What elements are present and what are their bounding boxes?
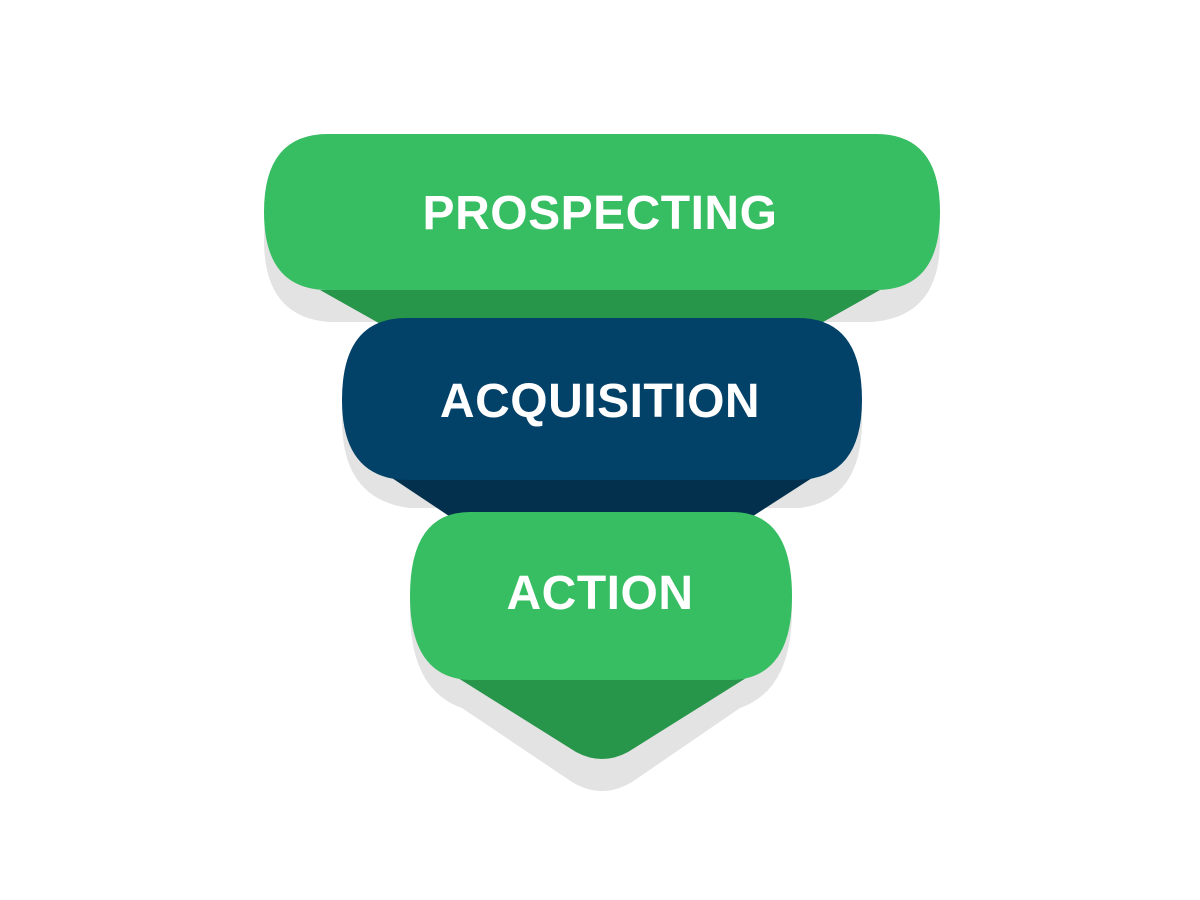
stage-label-action: ACTION xyxy=(506,567,694,620)
stage-bar-prospecting xyxy=(264,134,940,290)
stage-label-acquisition: ACQUISITION xyxy=(439,375,761,428)
stage-label-prospecting: PROSPECTING xyxy=(422,187,778,240)
stage-bar-action xyxy=(410,512,792,680)
stage-connector-acquisition xyxy=(392,478,812,518)
stage-connector-action xyxy=(458,678,746,759)
stage-bar-acquisition xyxy=(342,318,862,480)
